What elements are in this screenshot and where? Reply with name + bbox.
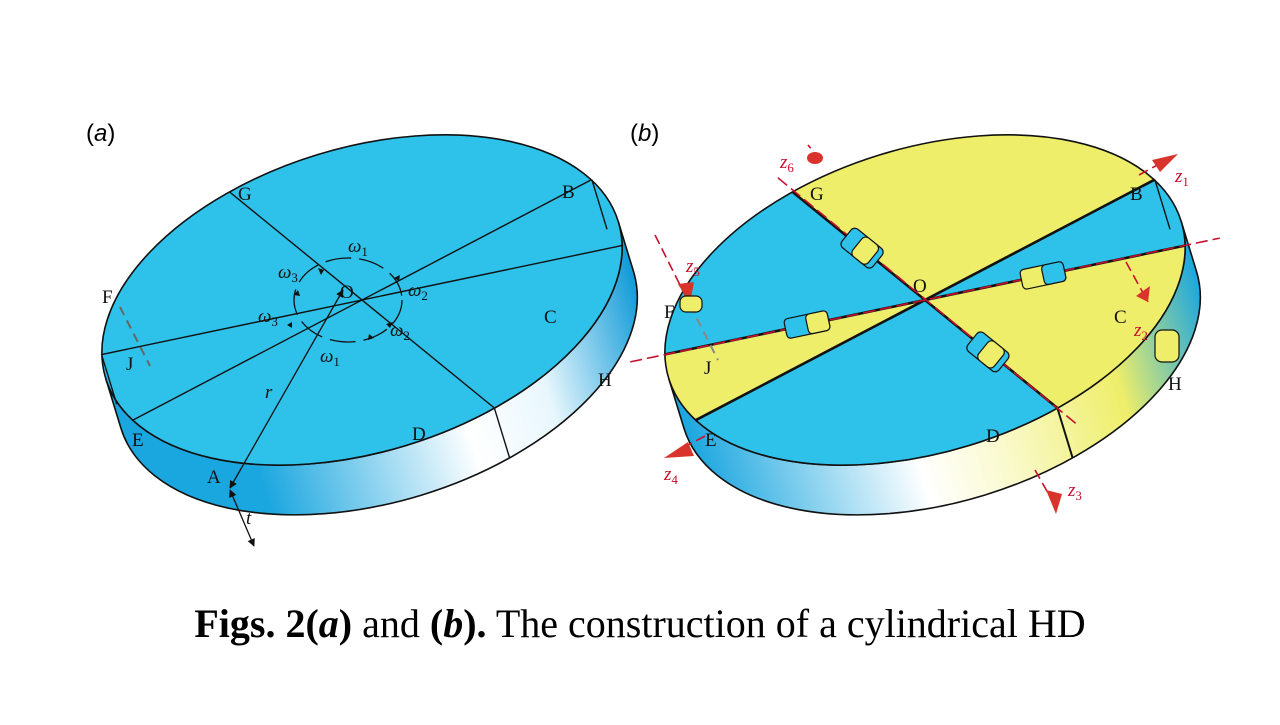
cone-z1 (1152, 154, 1178, 172)
point-h-a: H (598, 370, 612, 391)
point-f-a: F (102, 287, 113, 308)
omega-label-3-lower: ω3 (258, 306, 278, 329)
axis-z6-z3 (777, 177, 1079, 427)
omega-arrowhead-1 (318, 268, 324, 275)
z6-label: z6 (779, 152, 794, 175)
panel-b-label-open: ( (630, 120, 638, 147)
cone-z3 (1046, 490, 1062, 514)
yellow-sector-left-2 (664, 300, 925, 421)
omega-label-2-right: ω2 (408, 280, 428, 303)
seam-d-a (493, 407, 511, 458)
hinge-od (966, 331, 1010, 373)
radius-arrow (229, 289, 344, 489)
point-e-a: E (132, 430, 144, 451)
hinge-f (679, 295, 703, 313)
panel-b-label-close: ) (651, 120, 659, 147)
point-d-b: D (986, 426, 1000, 447)
z2-label: z2 (1133, 320, 1148, 343)
hinge-h (1154, 329, 1180, 363)
panel-a-label-close: ) (107, 120, 115, 147)
panel-a-label: (a) (86, 120, 115, 147)
point-h-b: H (1168, 374, 1182, 395)
caption-prefix: Figs. 2(a) (194, 601, 353, 646)
dashed-fj-b (689, 304, 719, 361)
thickness-label: t (246, 508, 252, 529)
point-j-a: J (126, 354, 133, 375)
point-o-b: O (913, 276, 927, 297)
dashed-fj-a (119, 306, 151, 367)
hinge-og (840, 227, 884, 269)
omega-arrowhead-3 (386, 322, 393, 328)
point-c-b: C (1114, 307, 1127, 328)
axis-z4-ext (674, 435, 706, 453)
caption-text: The construction of a cylindrical HD (486, 601, 1086, 646)
point-g-b: G (810, 184, 824, 205)
omega-arrowhead-6 (294, 290, 300, 296)
cone-z6 (807, 152, 823, 164)
omega-arrowhead-2 (394, 275, 400, 281)
axis-z1-z4 (630, 237, 1220, 363)
panel-a-label-open: ( (86, 120, 94, 147)
point-d-a: D (412, 424, 426, 445)
omega-label-3-left: ω3 (278, 262, 298, 285)
seam-c-a (591, 179, 608, 230)
panel-a: (a) O G B (86, 120, 639, 547)
omega-label-1-top: ω1 (348, 236, 368, 259)
cone-z4 (664, 442, 694, 458)
caption-and: and (352, 601, 430, 646)
hinge-ob (1019, 261, 1067, 290)
omega-label-2-lower: ω2 (390, 320, 410, 343)
point-c-a: C (544, 307, 557, 328)
z3-label: z3 (1067, 480, 1082, 503)
point-b-a: B (562, 182, 575, 203)
point-e-b: E (705, 430, 717, 451)
z4-label: z4 (663, 464, 678, 487)
disk-b-top-outline (664, 134, 1186, 466)
omega-arrowhead-5 (287, 322, 292, 328)
panel-a-label-letter: a (94, 120, 107, 147)
seam-e-a (100, 354, 118, 405)
omega-ring (293, 257, 403, 343)
radius-label: r (265, 382, 273, 403)
omega-label-1-bottom: ω1 (320, 346, 340, 369)
panel-b-label: (b) (630, 120, 659, 147)
omega-arrowhead-4 (368, 334, 374, 340)
z5-label: z5 (685, 256, 700, 279)
panel-b-label-letter: b (638, 120, 651, 147)
point-j-b: J (704, 358, 711, 379)
axis-z3-ext (1034, 469, 1053, 501)
hinge-oe (783, 310, 831, 339)
point-a-a: A (207, 467, 221, 488)
point-b-b: B (1130, 184, 1143, 205)
thickness-arrow (229, 489, 255, 547)
cone-z2 (1136, 286, 1150, 302)
diameter-gd-a (229, 191, 495, 409)
seam-d-b (1056, 407, 1074, 459)
figure-caption: Figs. 2(a) and (b). The construction of … (0, 600, 1280, 647)
disk-a (100, 134, 639, 516)
z1-label: z1 (1174, 166, 1189, 189)
point-g-a: G (238, 184, 252, 205)
point-f-b: F (664, 302, 675, 323)
caption-b-ref: (b). (429, 601, 487, 646)
point-o-a: O (340, 282, 354, 303)
seam-c-b (1154, 179, 1171, 230)
